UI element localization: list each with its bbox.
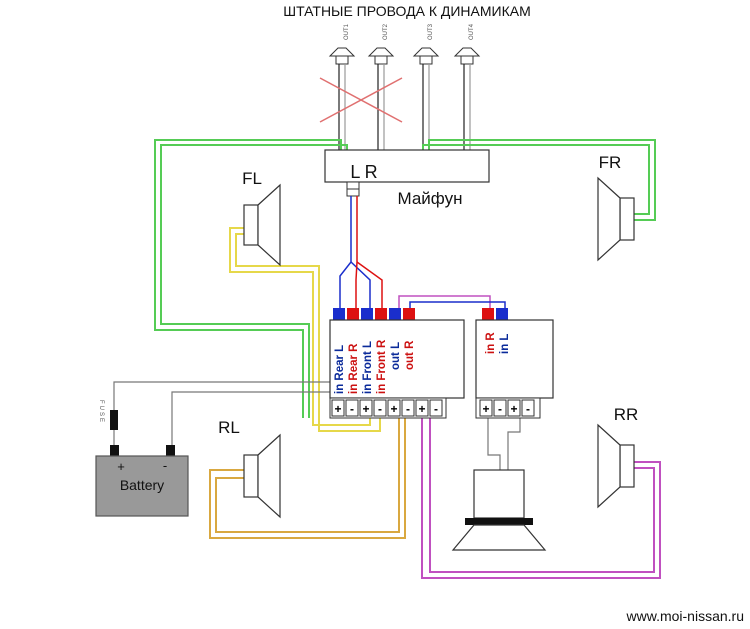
original-output-label-3: OUT3 [428,23,434,40]
fuse: FUSE [98,400,118,448]
amp-input-3: in Front L [362,341,374,394]
amp2-input-r: in R [485,332,497,354]
original-output-1: OUT1 [328,23,356,150]
amp4-terminal: + [334,402,341,416]
amplifier-4ch: in Rear L in Rear R in Front L in Front … [329,308,465,419]
speaker-rl-label: RL [218,418,240,437]
amp2-terminal-strip: + - + - [479,399,535,417]
watermark: www.moi-nissan.ru [626,608,744,624]
speaker-fr: FR [597,153,635,262]
amp-input-4: in Front R [376,339,388,394]
green-wires [154,139,656,418]
amp2-terminal: + [482,402,489,416]
amp-input-1: in Rear L [334,345,346,394]
original-output-label-4: OUT4 [469,23,475,40]
speaker-fl-label: FL [242,169,262,188]
amp4-terminal: - [406,402,410,416]
amp2-terminal: - [498,402,502,416]
amp4-terminal-strip: + - + - + - + - [331,399,443,417]
head-unit-channels: L R [350,162,377,182]
subwoofer [451,469,547,551]
fuse-label: FUSE [98,400,104,424]
amp2-terminal: - [526,402,530,416]
speaker-rr-label: RR [614,405,639,424]
original-output-2: OUT2 [367,23,395,150]
cross-out-mark [319,77,403,123]
amp4-terminal: + [390,402,397,416]
amp4-terminal: - [434,402,438,416]
amp4-terminal: + [418,402,425,416]
original-output-label-2: OUT2 [383,23,389,40]
diagram-title: ШТАТНЫЕ ПРОВОДА К ДИНАМИКАМ [283,3,531,19]
amp4-terminal: + [362,402,369,416]
original-outputs: OUT1 OUT2 OUT3 OUT4 [328,23,481,150]
amplifier-2ch: in R in L + - + - [475,308,554,419]
battery-minus: - [163,458,167,473]
amp-input-2: in Rear R [348,343,360,394]
link-wires [398,295,506,308]
amp2-terminal: + [510,402,517,416]
battery-label: Battery [120,477,164,493]
head-unit: L R Майфун [324,149,490,208]
amp4-terminal: - [378,402,382,416]
speaker-fl: FL [242,169,281,267]
speaker-rr: RR [597,405,639,509]
original-output-4: OUT4 [453,23,481,150]
purple-wires [421,418,661,579]
amp4-terminal: - [350,402,354,416]
orange-wires [209,418,406,539]
yellow-wires [229,227,381,432]
amp2-input-l: in L [499,334,511,354]
battery: + - Battery [95,445,189,517]
original-output-label-1: OUT1 [344,23,350,40]
amp-output-l: out L [390,342,402,370]
rca-wires [339,196,383,308]
original-output-3: OUT3 [412,23,440,150]
speaker-fr-label: FR [599,153,622,172]
head-unit-label: Майфун [398,189,463,208]
speaker-rl: RL [218,418,281,519]
amp-output-r: out R [404,340,416,370]
battery-plus: + [117,459,125,474]
